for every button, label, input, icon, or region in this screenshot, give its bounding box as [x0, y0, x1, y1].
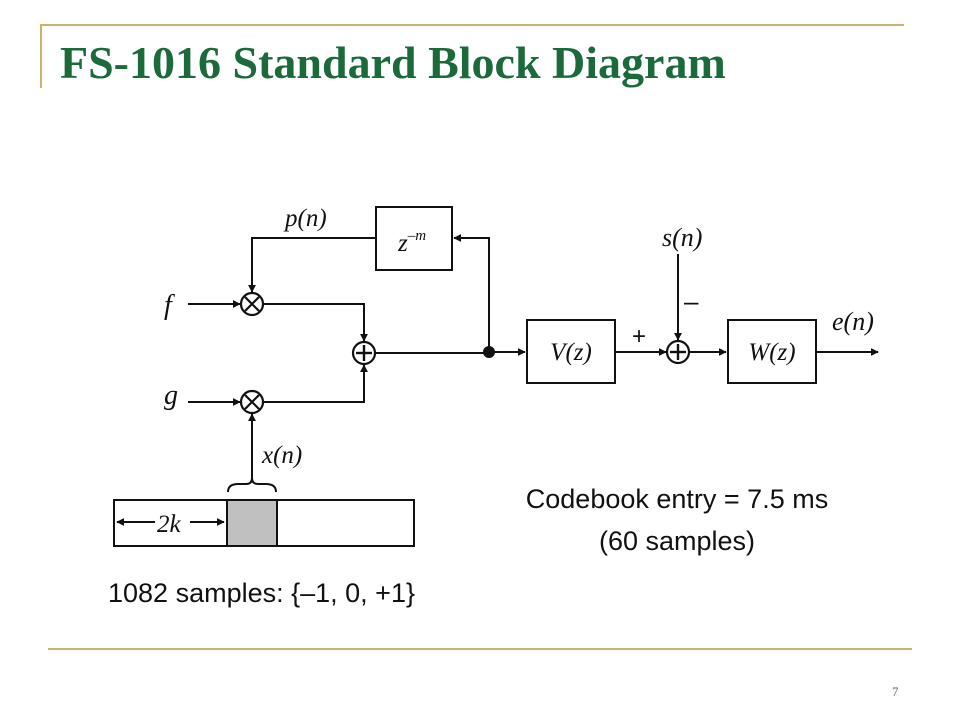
frame-left-rule [40, 24, 42, 88]
adder-excitation [351, 340, 377, 366]
synthesis-block-label: V(z) [550, 339, 592, 366]
arrow-pitch-feedback [248, 237, 376, 293]
arrow-node-to-delay [453, 234, 490, 352]
label-gain-f: f [164, 290, 175, 321]
adder-error [665, 339, 691, 365]
samples-note: 1082 samples: {–1, 0, +1} [108, 578, 415, 608]
arrow-f-to-adder [263, 303, 368, 342]
weighting-block-label: W(z) [748, 339, 795, 366]
multiplier-f [239, 291, 265, 317]
delay-block [375, 206, 453, 271]
label-speech: s(n) [662, 223, 702, 252]
multiplier-g [239, 389, 265, 415]
codebook-note-line2: (60 samples) [599, 526, 755, 556]
label-excitation: x(n) [261, 442, 302, 469]
delay-block-label: z–m [397, 228, 426, 257]
weighting-filter-block [727, 319, 817, 384]
frame-top-rule [40, 24, 904, 26]
page-number: 7 [892, 684, 899, 699]
label-gain-g: g [164, 380, 178, 411]
sign-plus: + [632, 323, 646, 350]
label-error: e(n) [832, 307, 874, 336]
synthesis-filter-block [526, 319, 616, 384]
codebook-brace [227, 477, 277, 493]
delay-base: z [397, 230, 408, 257]
arrow-g-to-adder [263, 364, 368, 403]
frame-bottom-rule [48, 648, 912, 650]
slide-title: FS-1016 Standard Block Diagram [60, 37, 726, 88]
delay-exponent: –m [407, 228, 427, 244]
sign-minus: – [684, 286, 699, 316]
label-pitch: p(n) [283, 205, 327, 232]
label-shift: 2k [157, 511, 182, 538]
codebook-note-line1: Codebook entry = 7.5 ms [526, 484, 828, 514]
codebook-entry-highlight [226, 499, 278, 547]
